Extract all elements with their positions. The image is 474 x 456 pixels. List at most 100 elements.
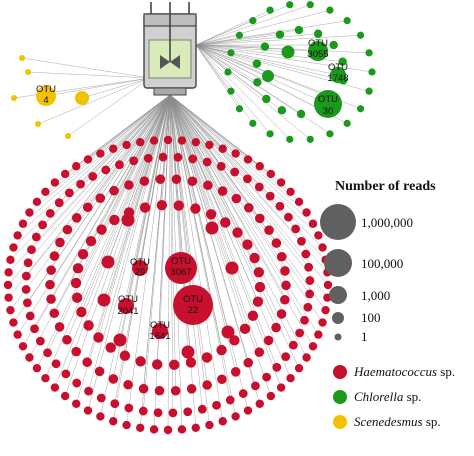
edge-haematococcus	[87, 94, 171, 411]
haematococcus-otu-node	[43, 348, 52, 358]
scenedesmus-otu-node	[35, 121, 41, 127]
haematococcus-otu-node	[105, 342, 116, 353]
haematococcus-otu-node	[21, 285, 31, 294]
chlorella-otu-node	[252, 59, 262, 68]
haematococcus-otu-node	[221, 325, 235, 339]
haematococcus-otu-node	[94, 366, 105, 377]
chlorella-otu-node	[343, 17, 351, 25]
haematococcus-otu-node	[318, 318, 327, 327]
haematococcus-otu-node	[153, 408, 163, 418]
haematococcus-otu-node	[62, 334, 72, 345]
haematococcus-otu-node	[139, 202, 151, 213]
haematococcus-otu-node	[122, 140, 131, 150]
otu-2041-node	[118, 298, 134, 314]
haematococcus-otu-node	[70, 277, 82, 289]
edge-haematococcus	[161, 94, 171, 206]
chlorella-otu-node	[356, 105, 365, 113]
chlorella-otu-node	[262, 70, 274, 82]
edge-haematococcus	[169, 94, 229, 333]
chlorella-otu-node	[227, 49, 235, 57]
haematococcus-otu-node	[71, 292, 83, 303]
chlorella-otu-node	[235, 31, 244, 39]
haematococcus-otu-node	[255, 399, 264, 408]
haematococcus-otu-node	[281, 280, 291, 291]
chlorella-otu-node	[296, 109, 306, 119]
haematococcus-otu-node	[254, 347, 265, 357]
haematococcus-otu-node	[83, 155, 93, 164]
haematococcus-otu-node	[302, 353, 311, 362]
haematococcus-otu-node	[239, 323, 251, 335]
edge-haematococcus	[169, 94, 309, 268]
edge-haematococcus	[87, 94, 171, 160]
haematococcus-otu-node	[218, 417, 227, 426]
edge-haematococcus	[169, 94, 226, 223]
haematococcus-otu-node	[54, 322, 65, 332]
haematococcus-otu-node	[205, 420, 214, 430]
edge-chlorella	[195, 44, 344, 81]
haematococcus-otu-node	[271, 238, 282, 248]
haematococcus-otu-node	[72, 263, 84, 274]
edge-chlorella	[195, 4, 290, 46]
haematococcus-otu-node	[25, 311, 35, 321]
haematococcus-otu-node	[158, 152, 168, 162]
edge-chlorella	[195, 44, 257, 64]
scenedesmus-otu-node	[25, 69, 31, 75]
haematococcus-otu-node	[264, 225, 274, 236]
haematococcus-otu-node	[97, 293, 111, 307]
haematococcus-otu-node	[177, 136, 187, 145]
size-key-label-100000: 100,000	[361, 256, 403, 271]
legend-suffix-haematococcus: sp.	[437, 364, 455, 379]
haematococcus-otu-node	[230, 167, 240, 177]
scenedesmus-otu-node	[11, 95, 17, 101]
haematococcus-otu-node	[255, 162, 264, 171]
haematococcus-otu-node	[25, 208, 34, 217]
chlorella-otu-node	[294, 25, 304, 35]
chlorella-otu-node	[343, 119, 351, 127]
chlorella-otu-node	[262, 94, 271, 104]
haematococcus-otu-node	[71, 213, 82, 223]
haematococcus-otu-node	[284, 212, 293, 222]
chlorella-otu-node	[338, 57, 347, 66]
haematococcus-otu-node	[253, 267, 265, 278]
haematococcus-otu-node	[84, 386, 93, 396]
edge-haematococcus	[31, 94, 171, 250]
scenedesmus-nodes	[11, 55, 89, 139]
otu-29-node	[132, 260, 148, 276]
haematococcus-otu-node	[71, 346, 82, 357]
haematococcus-otu-node	[60, 169, 70, 179]
haematococcus-otu-node	[22, 298, 32, 308]
haematococcus-otu-node	[286, 374, 295, 383]
edge-haematococcus	[169, 94, 248, 245]
haematococcus-otu-node	[280, 266, 290, 276]
scenedesmus-otu-node	[19, 55, 25, 61]
haematococcus-otu-node	[171, 174, 182, 185]
haematococcus-otu-node	[308, 342, 318, 351]
haematococcus-otu-node	[55, 237, 65, 248]
haematococcus-otu-node	[202, 157, 212, 167]
haematococcus-otu-node	[276, 309, 287, 319]
haematococcus-otu-node	[294, 197, 304, 207]
edge-scenedesmus	[21, 57, 151, 79]
edge-haematococcus	[169, 94, 314, 224]
haematococcus-otu-node	[286, 187, 295, 196]
haematococcus-otu-node	[96, 393, 106, 403]
chlorella-otu-node	[368, 68, 376, 76]
haematococcus-otu-node	[173, 152, 183, 162]
haematococcus-otu-node	[77, 249, 89, 260]
haematococcus-otu-node	[302, 208, 311, 217]
edge-haematococcus	[169, 94, 286, 272]
chlorella-otu-node	[224, 68, 232, 76]
edge-haematococcus	[128, 94, 171, 213]
edge-chlorella	[195, 44, 265, 47]
haematococcus-otu-node	[109, 214, 120, 226]
legend-entry-chlorella: Chlorella sp.	[354, 389, 421, 404]
haematococcus-otu-node	[297, 236, 306, 246]
haematococcus-otu-node	[9, 318, 18, 327]
haematococcus-otu-node	[101, 255, 115, 269]
haematococcus-otu-node	[95, 193, 106, 203]
edge-chlorella	[195, 35, 361, 46]
haematococcus-otu-node	[72, 378, 82, 388]
haematococcus-otu-node	[18, 342, 28, 351]
legend-title: Number of reads	[335, 179, 436, 194]
edge-haematococcus	[169, 94, 248, 180]
